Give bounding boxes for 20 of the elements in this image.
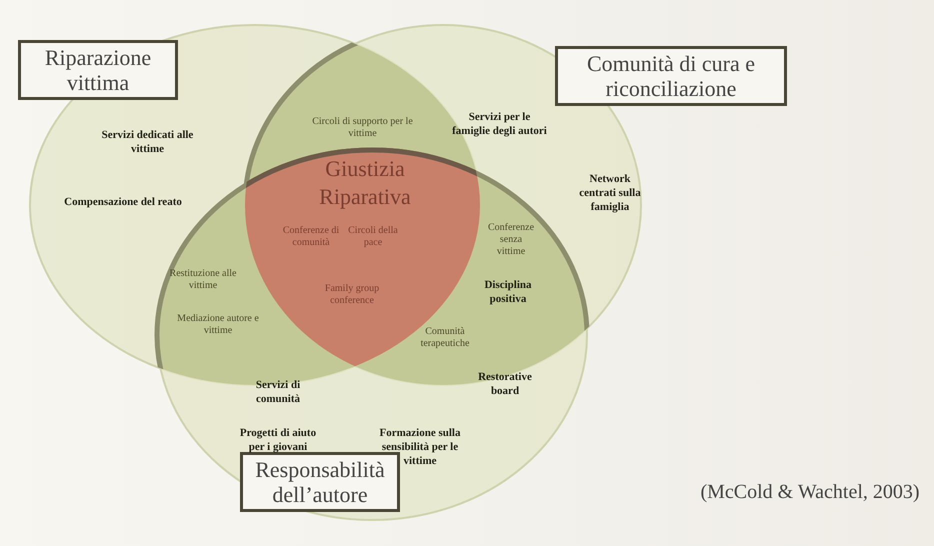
citation: (McCold & Wachtel, 2003) [699, 480, 921, 504]
item-label: Mediazione autore e vittime [176, 313, 260, 337]
center-item: Circoli della pace [347, 225, 399, 249]
item-label: Servizi dedicati alle vittime [100, 128, 194, 156]
item-label: Conferenze senza vittime [486, 222, 536, 258]
item-label: Compensazione del reato [63, 195, 183, 209]
item-label: Restituzione alle vittime [168, 268, 238, 292]
item-label: Progetti di aiuto per i giovani [238, 426, 318, 454]
category-title-box: Riparazione vittima [18, 40, 178, 100]
item-label: Servizi per le famiglie degli autori [452, 110, 547, 138]
item-label: Restorative board [477, 370, 533, 398]
center-heading: Giustizia Riparativa [318, 155, 412, 211]
item-label: Servizi di comunità [254, 378, 302, 406]
center-item: Conferenze di comunità [282, 225, 340, 249]
item-label: Network centrati sulla famiglia [578, 172, 642, 214]
item-label: Disciplina positiva [483, 278, 533, 306]
category-title-box: Comunità di cura e riconciliazione [555, 46, 787, 106]
center-item: Family group conference [324, 283, 380, 307]
item-label: Comunità terapeutiche [420, 326, 470, 350]
item-label: Circoli di supporto per le vittime [311, 116, 414, 140]
